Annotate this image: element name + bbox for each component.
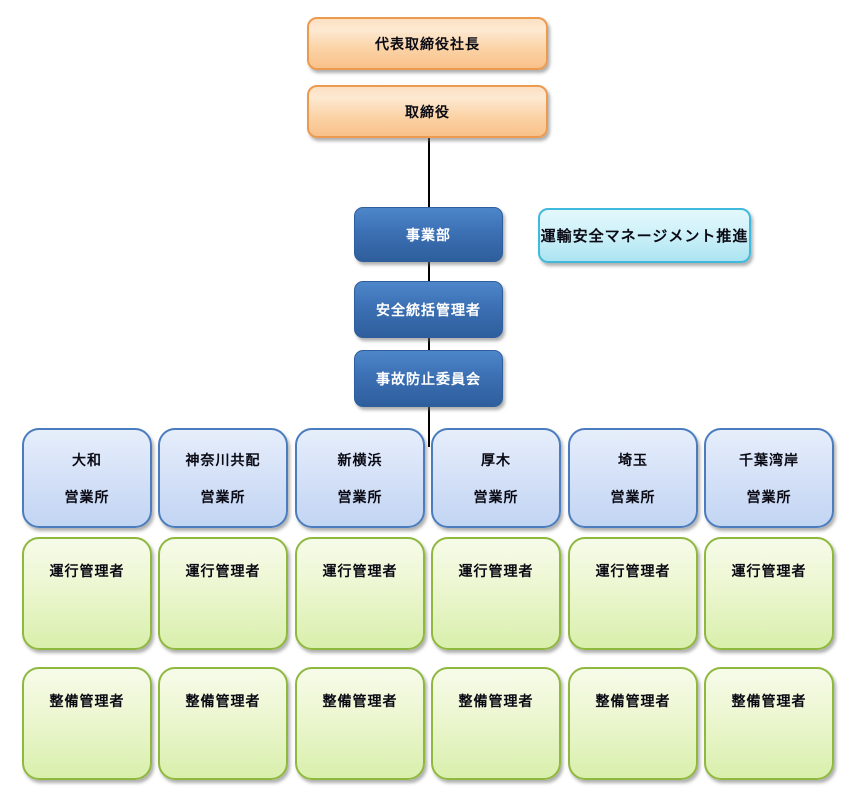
- maintenance-manager-label: 整備管理者: [49, 693, 125, 709]
- node-office-shin-yokohama: 新横浜 営業所: [295, 428, 425, 528]
- node-accident-prevention-committee-label: 事故防止委員会: [376, 370, 481, 387]
- node-office-chiba-wangan: 千葉湾岸 営業所: [704, 428, 834, 528]
- connector-business-division-to-safety-manager: [428, 262, 430, 281]
- node-maintenance-manager-yamato: 整備管理者: [22, 667, 152, 780]
- operation-manager-label: 運行管理者: [49, 563, 125, 579]
- office-name: 千葉湾岸: [739, 451, 799, 468]
- office-type: 営業所: [610, 488, 656, 505]
- operation-manager-label: 運行管理者: [595, 563, 671, 579]
- office-name: 神奈川共配: [185, 451, 261, 468]
- node-business-division: 事業部: [354, 207, 503, 262]
- office-type: 営業所: [473, 488, 519, 505]
- node-transport-safety-management: 運輸安全マネージメント推進: [538, 208, 751, 263]
- operation-manager-label: 運行管理者: [731, 563, 807, 579]
- connector-accident-committee-to-offices: [428, 407, 430, 447]
- node-president: 代表取締役社長: [307, 17, 548, 70]
- node-president-label: 代表取締役社長: [375, 35, 480, 52]
- connector-director-to-business-division: [428, 138, 430, 207]
- maintenance-manager-label: 整備管理者: [458, 693, 534, 709]
- node-business-division-label: 事業部: [406, 226, 451, 243]
- office-type: 営業所: [200, 488, 246, 505]
- node-maintenance-manager-kanagawa-kyohai: 整備管理者: [158, 667, 288, 780]
- node-maintenance-manager-saitama: 整備管理者: [568, 667, 698, 780]
- office-name: 大和: [72, 451, 102, 468]
- node-office-yamato: 大和 営業所: [22, 428, 152, 528]
- office-name: 埼玉: [618, 451, 648, 468]
- node-office-atsugi: 厚木 営業所: [431, 428, 561, 528]
- node-accident-prevention-committee: 事故防止委員会: [354, 350, 503, 407]
- connector-safety-manager-to-accident-committee: [428, 338, 430, 350]
- node-operation-manager-atsugi: 運行管理者: [431, 537, 561, 650]
- node-maintenance-manager-atsugi: 整備管理者: [431, 667, 561, 780]
- office-type: 営業所: [746, 488, 792, 505]
- operation-manager-label: 運行管理者: [458, 563, 534, 579]
- node-office-saitama: 埼玉 営業所: [568, 428, 698, 528]
- maintenance-manager-label: 整備管理者: [185, 693, 261, 709]
- operation-manager-label: 運行管理者: [322, 563, 398, 579]
- office-name: 新横浜: [337, 451, 383, 468]
- node-transport-safety-management-label: 運輸安全マネージメント推進: [540, 228, 749, 245]
- node-office-kanagawa-kyohai: 神奈川共配 営業所: [158, 428, 288, 528]
- office-type: 営業所: [337, 488, 383, 505]
- operation-manager-label: 運行管理者: [185, 563, 261, 579]
- maintenance-manager-label: 整備管理者: [731, 693, 807, 709]
- node-director: 取締役: [307, 85, 548, 138]
- node-operation-manager-kanagawa-kyohai: 運行管理者: [158, 537, 288, 650]
- node-safety-general-manager-label: 安全統括管理者: [376, 301, 481, 318]
- node-safety-general-manager: 安全統括管理者: [354, 281, 503, 338]
- node-operation-manager-chiba-wangan: 運行管理者: [704, 537, 834, 650]
- office-type: 営業所: [64, 488, 110, 505]
- node-operation-manager-shin-yokohama: 運行管理者: [295, 537, 425, 650]
- maintenance-manager-label: 整備管理者: [322, 693, 398, 709]
- node-operation-manager-yamato: 運行管理者: [22, 537, 152, 650]
- node-maintenance-manager-shin-yokohama: 整備管理者: [295, 667, 425, 780]
- node-operation-manager-saitama: 運行管理者: [568, 537, 698, 650]
- maintenance-manager-label: 整備管理者: [595, 693, 671, 709]
- node-director-label: 取締役: [405, 103, 450, 120]
- office-name: 厚木: [481, 451, 511, 468]
- node-maintenance-manager-chiba-wangan: 整備管理者: [704, 667, 834, 780]
